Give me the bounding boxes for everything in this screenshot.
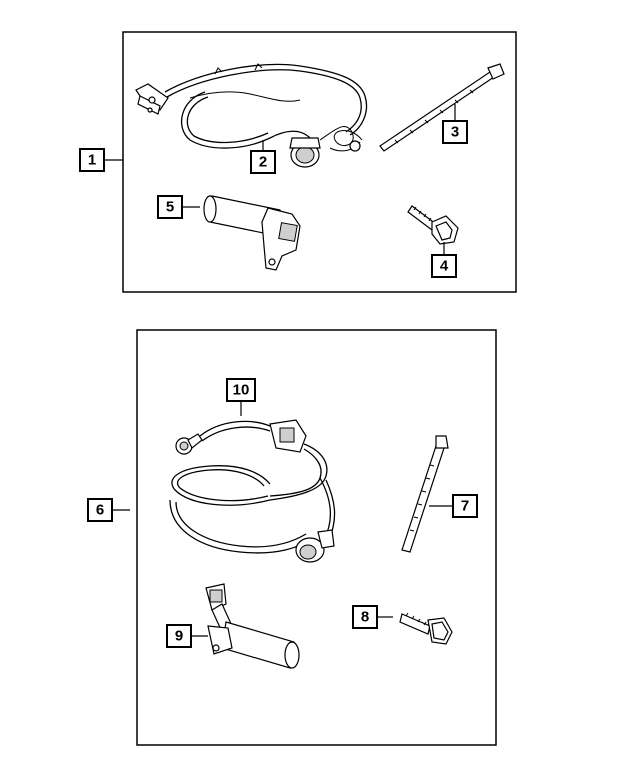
callout-7: 7: [461, 498, 469, 515]
callout-4: 4: [440, 258, 449, 275]
callout-5: 5: [166, 199, 174, 216]
callout-box-9: [166, 624, 192, 648]
long-harness-illustration: [169, 419, 336, 563]
callout-6: 6: [96, 502, 104, 519]
callout-box-8: [352, 605, 378, 629]
bolt-illustration-bottom: [399, 612, 453, 645]
callout-box-10: [226, 378, 256, 402]
callout-box-2: [250, 150, 276, 174]
callout-box-4: [431, 254, 457, 278]
callout-8: 8: [361, 609, 369, 626]
wiring-harness-illustration: [135, 63, 368, 168]
cable-tie-illustration-bottom: [401, 435, 449, 553]
callout-box-3: [442, 120, 468, 144]
bolt-illustration-top: [407, 205, 459, 245]
callout-10: 10: [233, 382, 250, 399]
callout-box-6: [87, 498, 113, 522]
callout-3: 3: [451, 124, 459, 141]
kit-frame-top: [122, 31, 517, 293]
callout-9: 9: [175, 628, 183, 645]
cable-tie-illustration: [379, 63, 505, 152]
callout-2: 2: [259, 154, 267, 171]
callout-box-7: [452, 494, 478, 518]
callout-box-1: [79, 148, 105, 172]
callout-box-5: [157, 195, 183, 219]
heater-element-illustration-bottom: [205, 583, 300, 669]
kit-frame-bottom: [136, 329, 497, 746]
callout-1: 1: [88, 152, 96, 169]
heater-element-illustration: [203, 195, 301, 271]
